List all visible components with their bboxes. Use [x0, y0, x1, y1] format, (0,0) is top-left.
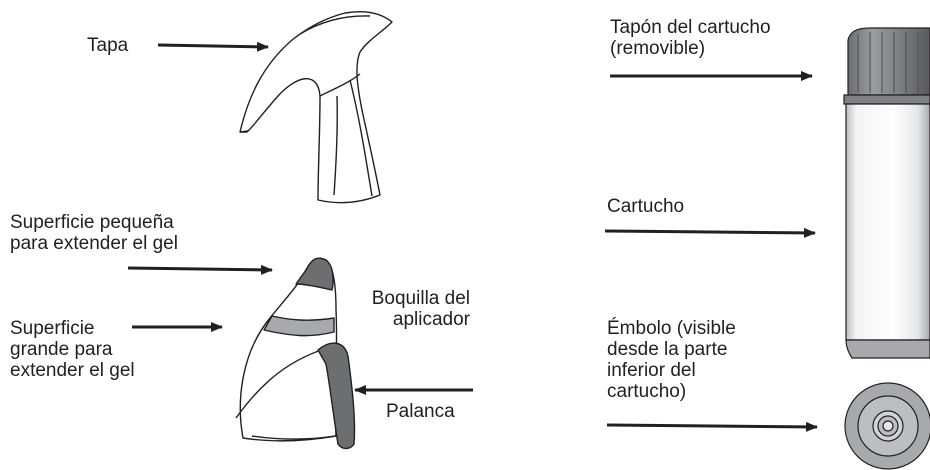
label-superficie-grande-line3: extender el gel: [10, 360, 135, 381]
label-boquilla-line1: Boquilla del: [371, 288, 470, 309]
label-embolo-line2: desde la parte: [607, 339, 728, 360]
arrow-superficie-pequena: [127, 264, 273, 275]
arrow-tapa: [157, 41, 269, 52]
label-superficie-grande-line2: grande para: [10, 339, 113, 360]
label-superficie-pequena: Superficie pequeña para extender el gel: [10, 212, 178, 254]
label-embolo-line4: cartucho): [607, 381, 687, 402]
label-superficie-grande-line1: Superficie: [10, 318, 95, 339]
arrow-cartucho: [604, 227, 816, 238]
label-superficie-pequena-line2: para extender el gel: [10, 233, 178, 254]
label-boquilla: Boquilla del aplicador: [330, 288, 470, 330]
label-embolo-line3: inferior del: [607, 360, 696, 381]
label-embolo-line1: Émbolo (visible: [607, 318, 736, 339]
cartridge-illustration: [843, 27, 930, 359]
label-cartucho: Cartucho: [607, 196, 685, 217]
arrow-embolo: [606, 421, 818, 432]
label-superficie-grande: Superficie grande para extender el gel: [10, 318, 135, 381]
applicator-illustration: [235, 257, 356, 450]
label-boquilla-line2: aplicador: [392, 309, 470, 330]
label-embolo: Émbolo (visible desde la parte inferior …: [607, 318, 736, 402]
label-palanca: Palanca: [386, 401, 455, 422]
label-superficie-pequena-line1: Superficie pequeña: [10, 212, 174, 233]
label-tapon-line1: Tapón del cartucho: [610, 17, 771, 38]
label-tapon: Tapón del cartucho (removible): [610, 17, 771, 59]
plunger-illustration: [844, 382, 930, 470]
label-tapa: Tapa: [87, 35, 129, 56]
label-tapon-line2: (removible): [610, 38, 706, 59]
cap-illustration: [239, 10, 393, 204]
